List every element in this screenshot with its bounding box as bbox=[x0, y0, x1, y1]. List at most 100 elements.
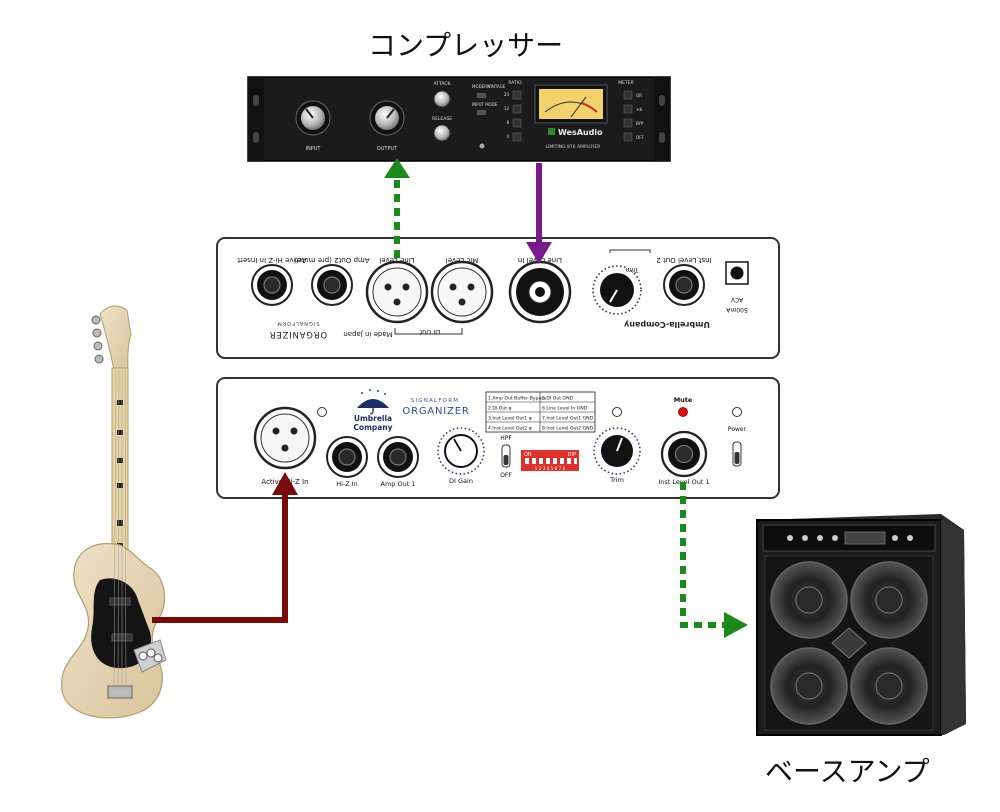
front-brand-line2: Company bbox=[353, 423, 392, 432]
back-trim-knob bbox=[592, 265, 642, 315]
back-label-inst-level-out2: Inst Level Out 2 bbox=[656, 256, 711, 264]
bass-to-input-arrow bbox=[152, 472, 298, 623]
back-jack-inst-level-out2 bbox=[663, 264, 705, 306]
meter-value: GR bbox=[636, 93, 642, 98]
pickup-icon bbox=[109, 597, 131, 606]
front-power-switch bbox=[732, 441, 742, 467]
umbrella-logo-icon bbox=[357, 388, 389, 415]
tuning-peg-icon bbox=[94, 354, 104, 364]
return-from-compressor-arrow bbox=[526, 163, 552, 264]
attack-knob bbox=[433, 90, 451, 108]
ratio-value: 12 bbox=[504, 106, 510, 111]
front-led-trim bbox=[612, 407, 622, 417]
dip-table-cell: 2.DI Out φ bbox=[488, 406, 512, 412]
front-power-led bbox=[732, 407, 742, 417]
dip-table-cell: 3.Inst Level Out1 φ bbox=[488, 416, 532, 422]
release-label: RELEASE bbox=[432, 116, 452, 122]
front-hpf-toggle bbox=[501, 444, 511, 468]
front-mute-led bbox=[678, 407, 688, 417]
attack-label: ATTACK bbox=[434, 81, 452, 87]
front-label-hpf: HPF bbox=[500, 435, 512, 442]
output-knob-label: OUTPUT bbox=[377, 146, 398, 152]
back-label-active-hiz-insert: Active Hi-Z In Insert bbox=[237, 256, 307, 264]
compressor-brand: WesAudio bbox=[558, 128, 603, 137]
bass-amp-caption: ベースアンプ bbox=[765, 755, 930, 788]
control-plate bbox=[133, 639, 167, 673]
back-jack-active-hiz-insert bbox=[251, 264, 293, 306]
front-dip-switch bbox=[521, 450, 579, 471]
front-label-di-gain: DI Gain bbox=[449, 477, 473, 485]
back-label-acv-current: 500mA bbox=[725, 306, 747, 313]
front-label-hpf-off: OFF bbox=[500, 472, 512, 479]
front-jack-hiz-in bbox=[326, 436, 368, 478]
wesaudio-logo-icon bbox=[548, 128, 555, 135]
back-label-di-out: DI Out bbox=[419, 328, 440, 336]
mode-button bbox=[477, 93, 486, 98]
speaker-icon bbox=[770, 561, 848, 639]
input-knob bbox=[295, 100, 331, 136]
back-jack-amp-out2 bbox=[311, 264, 353, 306]
output-knob bbox=[369, 100, 405, 136]
meter-value: BYP bbox=[636, 121, 644, 126]
bass-amp-cabinet bbox=[756, 514, 966, 736]
ratio-buttons: 20 12 8 4 bbox=[504, 90, 522, 142]
front-jack-inst-level-out1 bbox=[660, 430, 708, 478]
vu-meter bbox=[534, 84, 608, 124]
front-di-gain-knob bbox=[437, 427, 485, 475]
meter-value: +8 bbox=[636, 107, 642, 112]
release-knob bbox=[433, 124, 451, 142]
front-dip-numbers: 1 2 3 4 5 6 7 8 bbox=[535, 466, 566, 471]
front-label-mute: Mute bbox=[674, 396, 693, 404]
ratio-label: RATIO bbox=[508, 80, 522, 86]
compressor-caption: コンプレッサー bbox=[368, 29, 564, 62]
back-label-mic-level: Mic Level bbox=[446, 256, 479, 264]
back-xlr-line-level bbox=[365, 260, 429, 324]
front-led-input bbox=[317, 407, 327, 417]
back-ac-inlet bbox=[725, 261, 749, 285]
input-knob-label: INPUT bbox=[306, 146, 322, 152]
bridge-icon bbox=[107, 685, 133, 699]
front-dip-label: DIP bbox=[568, 452, 576, 458]
front-label-amp-out1: Amp Out 1 bbox=[381, 480, 416, 488]
dip-table-cell: 1.Amp Out Buffer Bypass bbox=[488, 396, 547, 402]
back-label-signalform: SIGNALFORM bbox=[276, 320, 319, 326]
back-label-brand: Umbrella-Company bbox=[623, 320, 710, 329]
compressor-model: LIMITING 876 AMPLIFIER bbox=[546, 144, 601, 150]
ratio-value: 4 bbox=[506, 134, 509, 139]
back-combo-line-level-in bbox=[508, 260, 572, 324]
back-xlr-mic-level bbox=[430, 260, 494, 324]
meter-label: METER bbox=[618, 80, 633, 86]
back-label-acv: ACV bbox=[730, 296, 743, 303]
ratio-value: 8 bbox=[506, 120, 509, 125]
back-label-amp-out2: Amp Out2 (pre mute) bbox=[294, 256, 369, 264]
ratio-led bbox=[479, 143, 485, 149]
front-jack-amp-out1 bbox=[377, 436, 419, 478]
tuning-peg-icon bbox=[91, 315, 101, 325]
dip-table-cell: 7.Inst Level Out1 GND bbox=[542, 416, 594, 422]
front-xlr-active-hiz-in bbox=[253, 406, 317, 470]
front-trim-knob bbox=[593, 427, 641, 475]
dip-table-cell: 6.Line Level In GND bbox=[542, 406, 588, 412]
compressor-unit: INPUT OUTPUT ATTACK RELEASE MODERN VINTA… bbox=[247, 76, 671, 162]
front-label-signalform: SIGNALFORM bbox=[411, 398, 459, 404]
tuning-peg-icon bbox=[92, 328, 102, 338]
meter-buttons: GR +8 BYP OFF bbox=[623, 90, 644, 142]
meter-value: OFF bbox=[636, 135, 644, 140]
dip-table-cell: 4.Inst Level Out2 φ bbox=[488, 426, 532, 432]
ratio-value: 20 bbox=[504, 92, 510, 97]
front-brand-line1: Umbrella bbox=[354, 414, 392, 423]
mode-vintage-label: VINTAGE bbox=[488, 84, 506, 89]
front-dip-table: 1.Amp Out Buffer Bypass 5.DI Out GND 2.D… bbox=[485, 391, 596, 433]
back-label-organizer: ORGANIZER bbox=[269, 329, 327, 339]
tuning-peg-icon bbox=[93, 341, 103, 351]
speaker-icon bbox=[770, 647, 848, 725]
front-dip-on-label: ON bbox=[524, 452, 532, 458]
organizer-back-panel: Active Hi-Z In Insert Amp Out2 (pre mute… bbox=[216, 237, 780, 359]
dip-table-cell: 5.DI Out GND bbox=[542, 396, 574, 402]
amp-control-knobs bbox=[787, 531, 913, 545]
dip-table-cell: 8.Inst Level Out2 GND bbox=[542, 426, 594, 432]
mode-modern-label: MODERN bbox=[472, 84, 490, 89]
bass-guitar bbox=[61, 305, 167, 719]
send-to-compressor-arrow bbox=[384, 158, 410, 258]
